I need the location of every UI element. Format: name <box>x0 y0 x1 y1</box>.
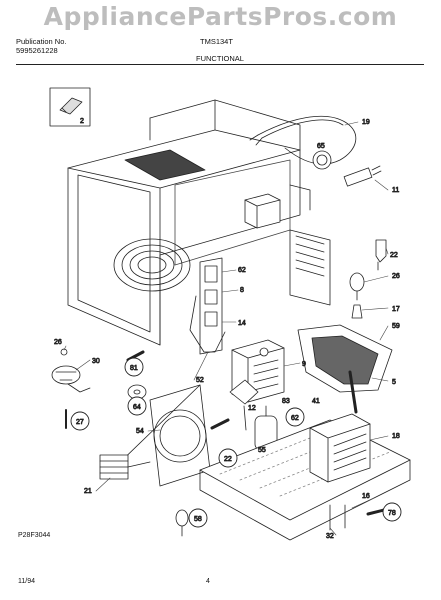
callout-81: 81 <box>124 357 144 377</box>
callout-9: 9 <box>302 361 307 369</box>
oven-cabinet <box>67 99 331 346</box>
callout-22-top: 22 <box>390 252 399 260</box>
callout-14: 14 <box>238 320 247 328</box>
callout-label: 2 <box>80 118 84 125</box>
callout-label: 14 <box>238 320 246 327</box>
callout-58: 58 <box>188 508 208 528</box>
callout-label: 16 <box>362 493 370 500</box>
callout-52: 52 <box>196 377 205 385</box>
callout-41: 41 <box>312 398 321 406</box>
callout-label: 78 <box>388 510 396 517</box>
callout-label: 55 <box>258 447 266 454</box>
callout-2: 2 <box>80 118 85 126</box>
callout-label: 26 <box>54 339 62 346</box>
callout-11: 11 <box>392 187 400 195</box>
callout-label: 17 <box>392 306 400 313</box>
callout-label: 65 <box>317 143 325 150</box>
callout-label: 54 <box>136 428 144 435</box>
callout-65: 65 <box>317 143 326 151</box>
screw-parts <box>60 150 387 537</box>
air-guide <box>297 324 393 414</box>
callout-54: 54 <box>136 428 145 436</box>
callout-12: 12 <box>248 405 257 413</box>
thermal-cutout <box>51 365 91 393</box>
callout-8: 8 <box>240 287 245 295</box>
callout-label: 62 <box>238 267 246 274</box>
callout-83: 83 <box>282 398 291 406</box>
callout-17: 17 <box>392 306 401 314</box>
callout-32: 32 <box>326 533 335 541</box>
callout-label: 22 <box>224 456 232 463</box>
callout-label: 64 <box>133 404 141 411</box>
callout-label: 52 <box>196 377 204 384</box>
print-date: 11/94 <box>18 578 35 585</box>
callout-label: 30 <box>92 358 100 365</box>
callout-30: 30 <box>92 358 101 366</box>
callout-21: 21 <box>84 488 93 496</box>
callout-label: 5 <box>392 379 396 386</box>
publication-number: 5995261228 <box>16 46 58 55</box>
callout-label: 27 <box>76 419 84 426</box>
callout-label: 19 <box>362 119 370 126</box>
power-cord <box>249 115 382 187</box>
publication-label: Publication No. <box>16 37 67 46</box>
callout-19: 19 <box>362 119 371 127</box>
figure-id: P28F3044 <box>18 532 51 539</box>
callout-label: 26 <box>392 273 400 280</box>
inset-part-box <box>49 87 91 127</box>
callout-55: 55 <box>258 447 267 455</box>
door-switch-assembly <box>189 257 226 355</box>
section-title: FUNCTIONAL <box>196 54 244 63</box>
callout-label: 9 <box>302 361 306 368</box>
callout-62-top: 62 <box>238 267 247 275</box>
transformer-base <box>199 413 411 541</box>
callout-label: 12 <box>248 405 256 412</box>
callout-62-mid: 62 <box>285 407 305 427</box>
site-watermark: AppliancePartsPros.com <box>43 2 398 31</box>
callout-64: 64 <box>127 396 147 416</box>
callout-label: 81 <box>130 365 138 372</box>
callout-label: 41 <box>312 398 320 405</box>
callout-label: 58 <box>194 516 202 523</box>
callout-16: 16 <box>362 493 371 501</box>
callout-5: 5 <box>392 379 397 387</box>
callout-label: 18 <box>392 433 400 440</box>
callout-label: 21 <box>84 488 92 495</box>
callout-label: 59 <box>392 323 400 330</box>
callout-78: 78 <box>382 502 402 522</box>
callout-22-bottom: 22 <box>218 448 238 468</box>
callout-label: 22 <box>390 252 398 259</box>
callout-label: 83 <box>282 398 290 405</box>
model-number: TMS134T <box>200 37 233 46</box>
fan-assembly <box>99 379 259 487</box>
callout-18: 18 <box>392 433 401 441</box>
callout-26-right: 26 <box>392 273 401 281</box>
callout-label: 32 <box>326 533 334 540</box>
callout-label: 8 <box>240 287 244 294</box>
callout-59: 59 <box>392 323 401 331</box>
leader-lines <box>63 121 389 536</box>
page-number: 4 <box>206 578 210 585</box>
callout-26-left: 26 <box>54 339 63 347</box>
callout-label: 62 <box>291 415 299 422</box>
header-rule <box>16 64 424 65</box>
callout-27: 27 <box>70 411 90 431</box>
callout-label: 11 <box>392 187 399 194</box>
